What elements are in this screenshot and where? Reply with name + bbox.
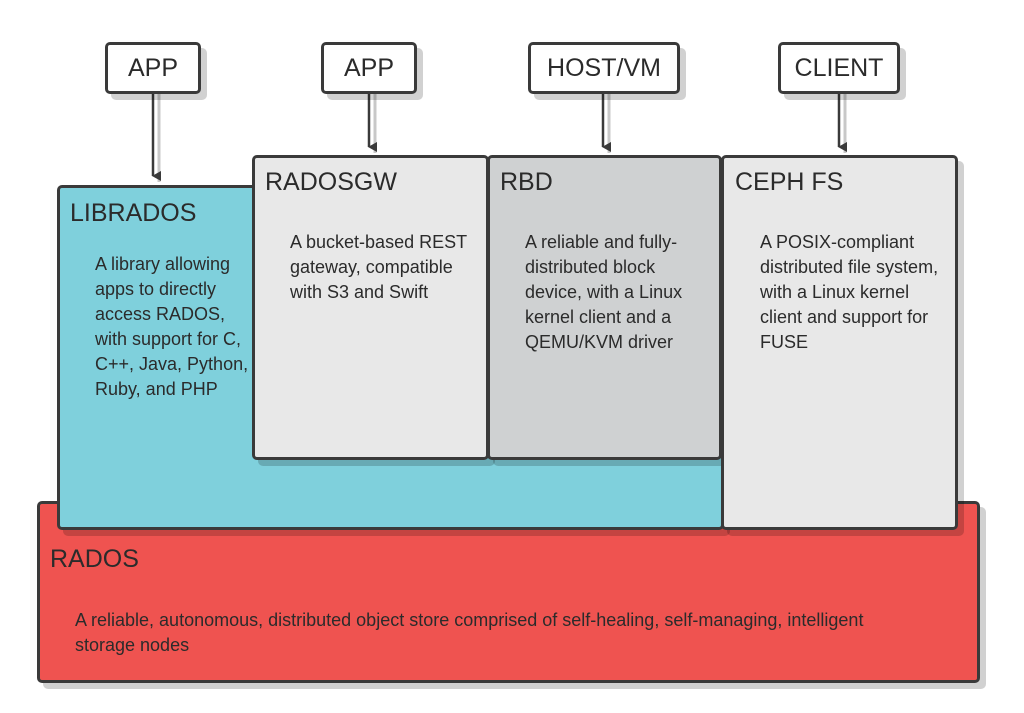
radosgw-description: A bucket-based REST gateway, compatible …	[290, 232, 467, 302]
rados-title: RADOS	[50, 545, 139, 573]
rbd-description: A reliable and fully-distributed block d…	[525, 232, 683, 352]
client-box-app-2: APP	[321, 42, 417, 94]
librados-title: LIBRADOS	[70, 199, 197, 227]
radosgw-box	[252, 155, 489, 460]
cephfs-title: CEPH FS	[735, 168, 844, 196]
cephfs-box	[721, 155, 958, 530]
librados-description: A library allowing apps to directly acce…	[95, 254, 249, 399]
client-box-host-vm: HOST/VM	[528, 42, 680, 94]
radosgw-title: RADOSGW	[265, 168, 397, 196]
rbd-box	[487, 155, 722, 460]
client-box-app-1: APP	[105, 42, 201, 94]
rbd-title: RBD	[500, 168, 553, 196]
cephfs-description: A POSIX-compliant distributed file syste…	[760, 232, 939, 352]
rados-description: A reliable, autonomous, distributed obje…	[75, 610, 864, 655]
client-box-client: CLIENT	[778, 42, 900, 94]
